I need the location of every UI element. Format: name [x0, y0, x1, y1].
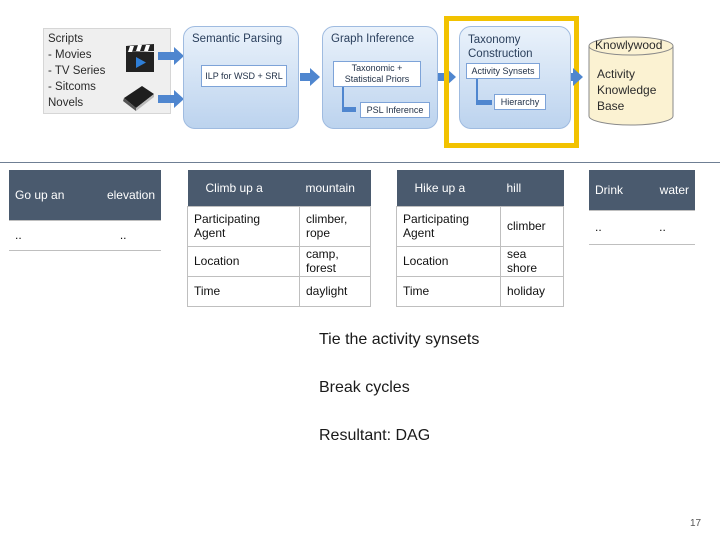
table-cell: Participating Agent	[187, 205, 300, 247]
taxonomy-title: Taxonomy Construction	[468, 34, 533, 60]
activity-table-climb: Climb up a mountain Participating Agent …	[187, 170, 371, 307]
clapperboard-icon	[126, 44, 154, 72]
activity-table-go-up: Go up an elevation .. ..	[9, 170, 161, 251]
arrow-head	[573, 68, 583, 86]
hierarchy-box: Hierarchy	[494, 94, 546, 110]
psl-box: PSL Inference	[360, 102, 430, 118]
connector	[342, 87, 344, 110]
table-cell: Time	[187, 275, 300, 307]
scripts-novels: Novels	[48, 97, 84, 109]
table-head-cell: mountain	[299, 170, 371, 206]
arrow-graph-to-taxonomy	[438, 73, 448, 81]
scripts-item-sitcoms: - Sitcoms	[48, 81, 96, 93]
arrow-scripts-to-parsing-1	[158, 52, 174, 60]
page-number: 17	[690, 518, 702, 529]
table-head-cell: Go up an	[9, 170, 86, 220]
step-break-cycles: Break cycles	[319, 379, 410, 396]
table-cell: ..	[641, 209, 695, 245]
connector-arrow	[476, 100, 492, 105]
arrow-head	[174, 90, 184, 108]
arrow-head	[446, 68, 456, 86]
divider-line	[0, 162, 720, 163]
arrow-taxonomy-to-kb	[571, 73, 574, 81]
scripts-title: Scripts	[48, 33, 84, 45]
activity-table-drink: Drink water .. ..	[589, 170, 695, 245]
priors-box: Taxonomic + Statistical Priors	[333, 61, 421, 87]
table-head-cell: hill	[500, 170, 564, 206]
semantic-parsing-title: Semantic Parsing	[192, 33, 283, 45]
knowlywood-cylinder	[588, 36, 674, 126]
arrow-head	[310, 68, 320, 86]
activity-synsets-box: Activity Synsets	[466, 63, 540, 79]
step-tie-synsets: Tie the activity synsets	[319, 331, 480, 348]
arrow-parsing-to-graph	[300, 73, 310, 81]
table-cell: daylight	[299, 275, 371, 307]
table-cell: climber, rope	[299, 205, 371, 247]
table-cell: Time	[396, 275, 501, 307]
highlight-frame	[444, 16, 579, 148]
table-cell: Participating Agent	[396, 205, 501, 247]
table-head-cell: Climb up a	[187, 170, 300, 206]
scripts-item-tv: - TV Series	[48, 65, 106, 77]
table-cell: ..	[9, 219, 86, 251]
table-head-cell: Drink	[589, 170, 642, 210]
table-cell: holiday	[500, 275, 564, 307]
connector-arrow	[342, 107, 356, 112]
table-head-cell: Hike up a	[396, 170, 501, 206]
table-cell: Location	[187, 245, 300, 277]
arrow-scripts-to-parsing-2	[158, 95, 174, 103]
connector	[476, 79, 478, 103]
table-cell: climber	[500, 205, 564, 247]
knowlywood-title: Knowlywood	[595, 38, 663, 52]
table-cell: Location	[396, 245, 501, 277]
table-cell: ..	[85, 219, 161, 251]
table-head-cell: elevation	[85, 170, 161, 220]
ilp-box: ILP for WSD + SRL	[201, 65, 287, 87]
book-icon	[123, 86, 154, 111]
scripts-list: Scripts - Movies - TV Series - Sitcoms N…	[48, 31, 105, 111]
table-cell: camp, forest	[299, 245, 371, 277]
scripts-item-movies: - Movies	[48, 49, 92, 61]
activity-table-hike: Hike up a hill Participating Agent climb…	[396, 170, 564, 307]
table-cell: ..	[589, 209, 642, 245]
graph-inference-title: Graph Inference	[331, 33, 415, 45]
knowlywood-body: Activity Knowledge Base	[597, 67, 657, 113]
table-cell: sea shore	[500, 245, 564, 277]
step-resultant-dag: Resultant: DAG	[319, 427, 431, 444]
table-head-cell: water	[641, 170, 695, 210]
arrow-head	[174, 47, 184, 65]
